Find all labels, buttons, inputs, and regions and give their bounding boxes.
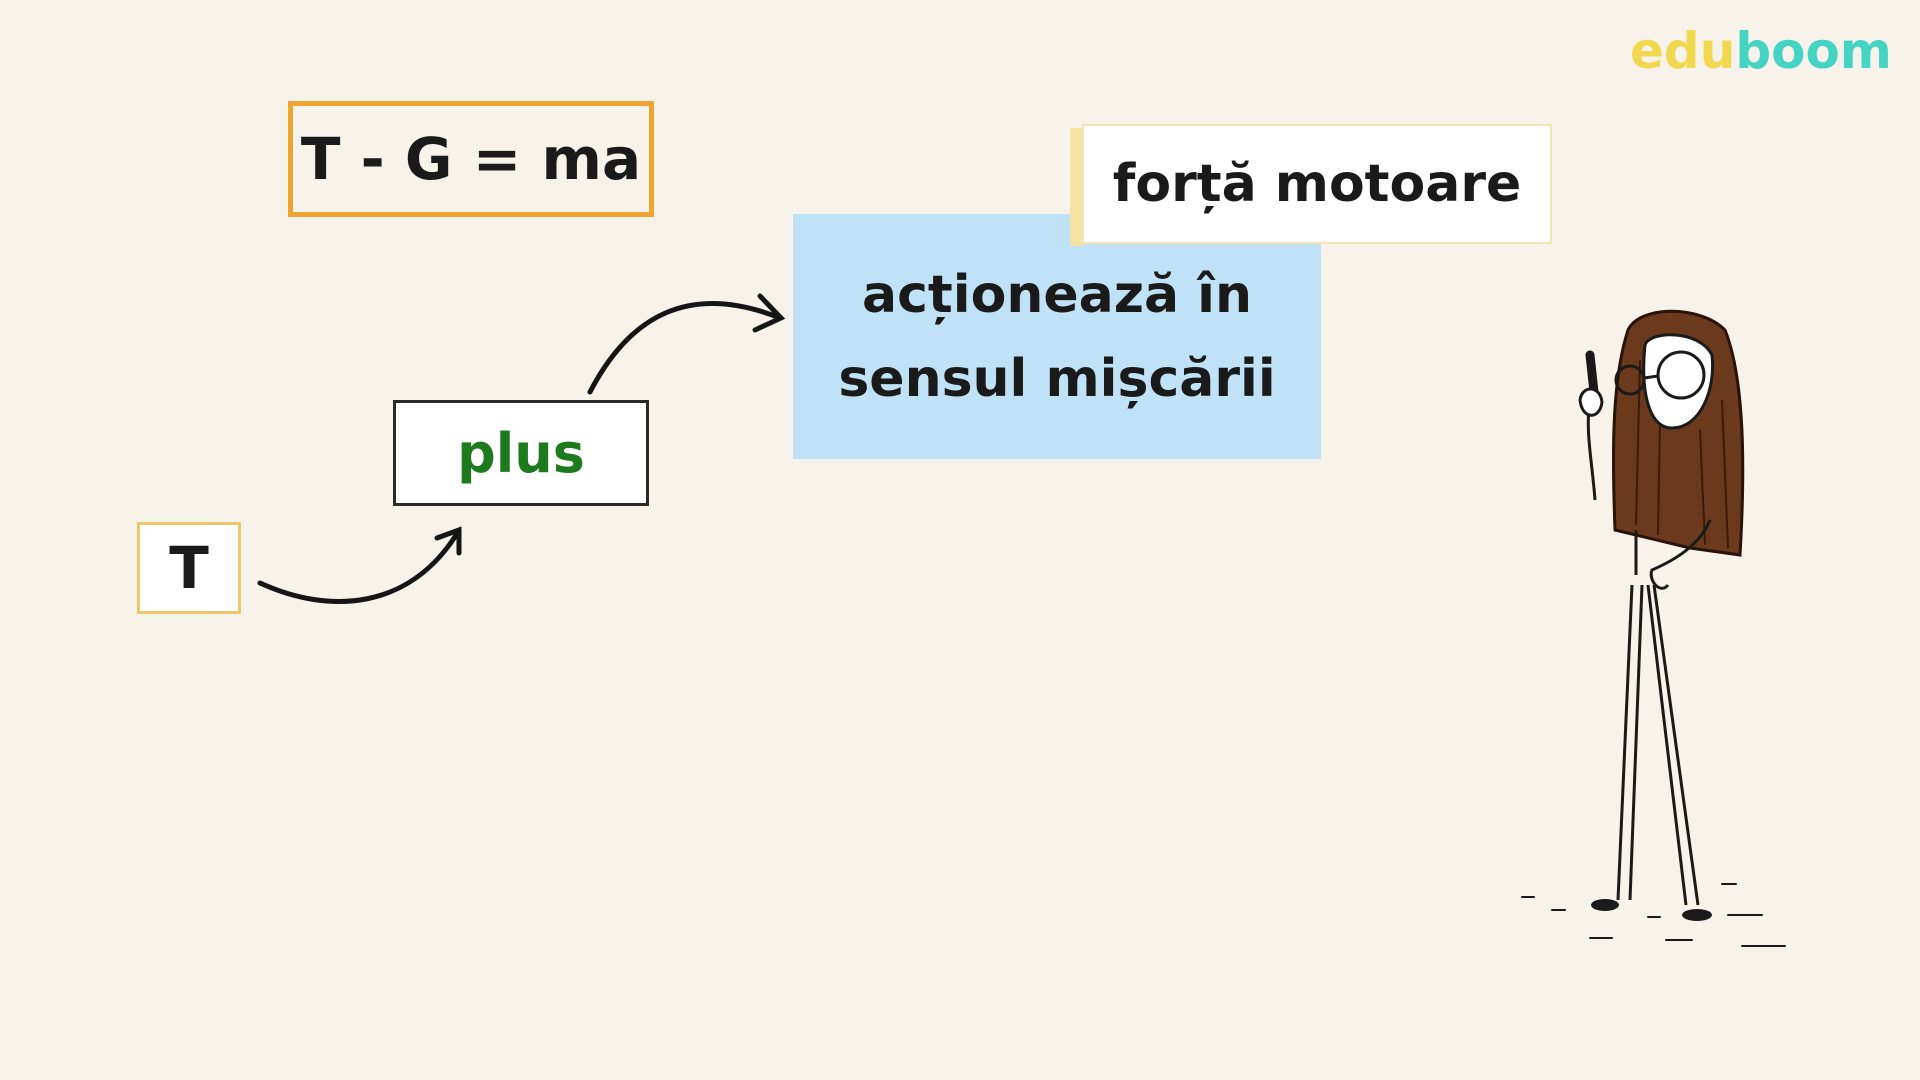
curved-arrow-icon — [257, 526, 462, 604]
plus-card: plus — [393, 400, 649, 506]
formula-box: T - G = ma — [288, 101, 654, 217]
teacher-character-illustration — [1521, 309, 1786, 947]
direction-line-2: sensul mișcării — [838, 348, 1276, 409]
plus-text: plus — [457, 421, 585, 485]
logo-part-boom: boom — [1735, 22, 1892, 80]
direction-card: acționează în sensul mișcării — [793, 214, 1321, 459]
motor-force-text: forță motoare — [1112, 154, 1522, 214]
tension-text: T — [169, 534, 209, 602]
logo-part-edu: edu — [1630, 22, 1736, 80]
motor-card-edge — [1070, 128, 1084, 246]
motor-force-card: forță motoare — [1082, 124, 1552, 244]
curved-arrow-icon — [587, 293, 786, 395]
formula-text: T - G = ma — [300, 125, 642, 193]
eduboom-logo: eduboom — [1630, 22, 1892, 80]
tension-card: T — [137, 522, 241, 614]
direction-line-1: acționează în — [862, 264, 1252, 325]
